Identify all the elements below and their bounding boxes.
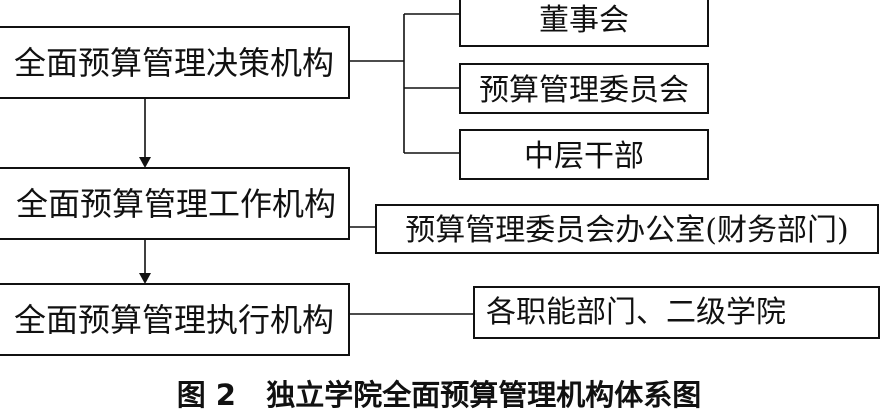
- execution-member-label: 各职能部门、二级学院: [486, 295, 786, 330]
- execution-member-node: 各职能部门、二级学院: [473, 286, 880, 339]
- work-node: 全面预算管理工作机构: [0, 167, 350, 240]
- middle-cadres-node: 中层干部: [459, 129, 709, 180]
- board-label: 董事会: [539, 3, 629, 38]
- committee-node: 预算管理委员会: [459, 63, 709, 114]
- work-member-label: 预算管理委员会办公室(财务部门): [405, 213, 848, 248]
- decision-bracket: [349, 13, 460, 154]
- work-member-node: 预算管理委员会办公室(财务部门): [375, 204, 879, 254]
- execution-node: 全面预算管理执行机构: [0, 283, 350, 356]
- execution-node-label: 全面预算管理执行机构: [14, 301, 334, 339]
- figure-caption: 图 2 独立学院全面预算管理机构体系图: [177, 378, 702, 412]
- middle-cadres-label: 中层干部: [524, 139, 644, 174]
- committee-label: 预算管理委员会: [479, 73, 689, 108]
- decision-node: 全面预算管理决策机构: [0, 26, 350, 99]
- work-node-label: 全面预算管理工作机构: [16, 185, 336, 223]
- arrow-work-to-execution: [139, 239, 151, 284]
- arrow-decision-to-work: [139, 98, 151, 168]
- board-node: 董事会: [459, 0, 709, 47]
- decision-node-label: 全面预算管理决策机构: [14, 44, 334, 82]
